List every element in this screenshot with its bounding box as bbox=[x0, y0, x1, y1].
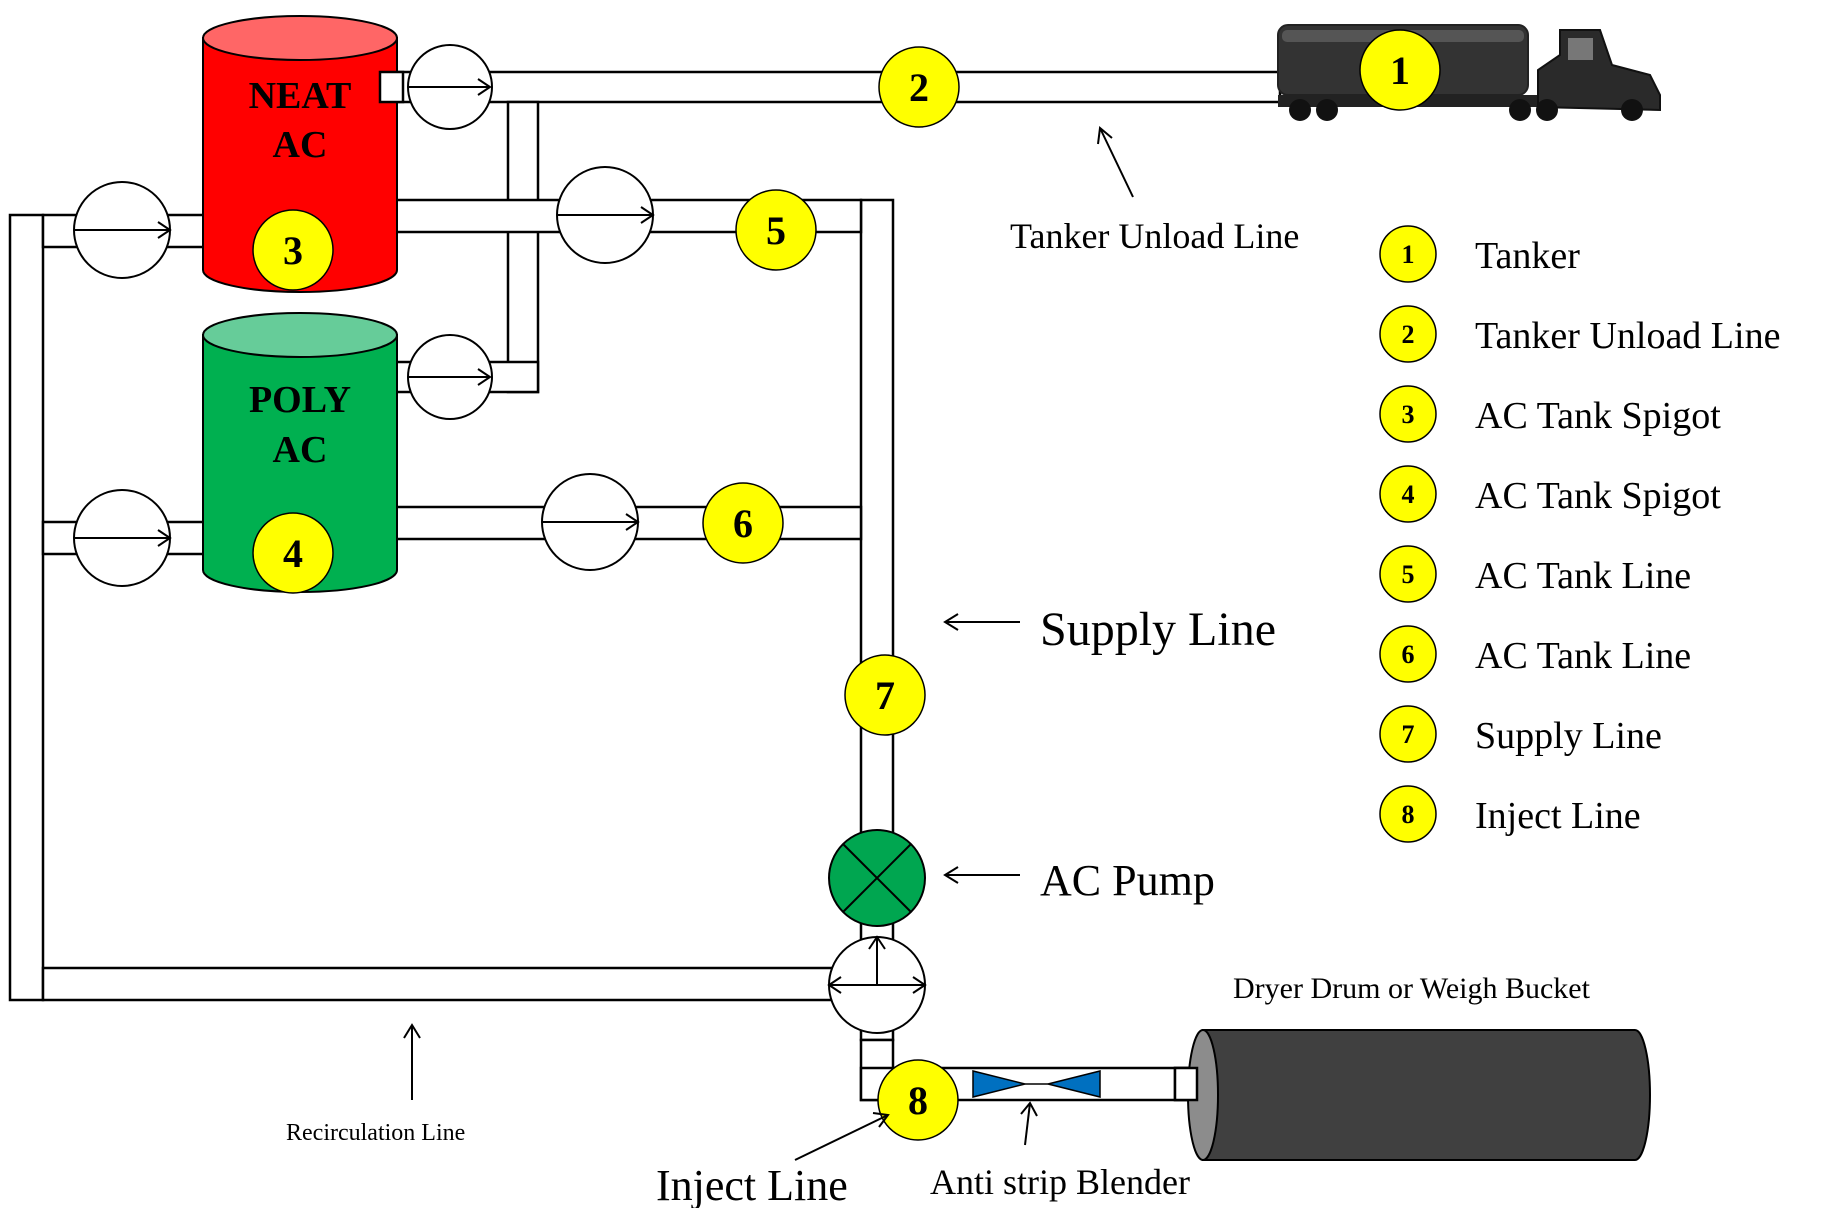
recirculation-vertical-pipe bbox=[8, 213, 45, 1002]
legend-item: 3 AC Tank Spigot bbox=[1379, 385, 1721, 443]
tanker-unload-line-label: Tanker Unload Line bbox=[1010, 216, 1299, 256]
badge-3 bbox=[252, 209, 334, 291]
neat-outlet-stub bbox=[378, 70, 405, 104]
legend-item-number: 4 bbox=[1402, 480, 1415, 509]
badge-1 bbox=[1359, 29, 1441, 111]
legend-item-text: AC Tank Spigot bbox=[1475, 395, 1721, 437]
neat-label-line1: NEAT bbox=[249, 75, 352, 117]
badge-1-number: 1 bbox=[1390, 48, 1410, 93]
poly-label-line1: POLY bbox=[249, 379, 351, 421]
blender-left bbox=[972, 1070, 1026, 1098]
legend-item-number: 5 bbox=[1402, 560, 1415, 589]
truck-cab bbox=[1537, 29, 1661, 112]
legend-item-number: 1 bbox=[1402, 240, 1415, 269]
unload-branch-pipe bbox=[506, 100, 540, 394]
legend-item-number: 8 bbox=[1402, 800, 1415, 829]
legend-item: 5 AC Tank Line bbox=[1379, 545, 1691, 603]
badge-5 bbox=[735, 189, 817, 271]
badge-4-number: 4 bbox=[283, 531, 303, 576]
neat-tank-body bbox=[202, 37, 398, 293]
badge-7 bbox=[844, 654, 926, 736]
recirculation-line-pipe bbox=[41, 966, 875, 1002]
recirculation-line-label: Recirculation Line bbox=[286, 1120, 465, 1146]
diagram-labels: Tanker Unload Line Supply Line AC Pump D… bbox=[286, 216, 1591, 1208]
legend-item-number: 6 bbox=[1402, 640, 1415, 669]
badge-6 bbox=[702, 482, 784, 564]
badge-6-number: 6 bbox=[733, 501, 753, 546]
neat-ac-tank: NEAT AC bbox=[202, 15, 398, 293]
tanker-unload-arrow bbox=[1099, 127, 1134, 198]
legend-item-number: 3 bbox=[1402, 400, 1415, 429]
poly-ac-tank: POLY AC bbox=[202, 312, 398, 593]
inject-line-label: Inject Line bbox=[656, 1161, 848, 1208]
legend-item-text: Supply Line bbox=[1475, 715, 1662, 757]
legend-item-text: AC Tank Line bbox=[1475, 635, 1691, 677]
legend-item: 6 AC Tank Line bbox=[1379, 625, 1691, 683]
legend: 1 Tanker 2 Tanker Unload Line 3 AC Tank … bbox=[1379, 225, 1780, 843]
legend-item-text: Tanker bbox=[1475, 235, 1580, 277]
anti-strip-blender-label: Anti strip Blender bbox=[930, 1162, 1190, 1202]
pump-icon bbox=[828, 829, 926, 927]
badge-2 bbox=[878, 46, 960, 128]
badge-8 bbox=[877, 1059, 959, 1141]
callout-arrows bbox=[403, 126, 1134, 1161]
badge-5-number: 5 bbox=[766, 208, 786, 253]
tanker-unload-line-pipe bbox=[378, 70, 1282, 104]
badge-3-number: 3 bbox=[283, 228, 303, 273]
badge-2-number: 2 bbox=[909, 65, 929, 110]
tanker-truck-icon bbox=[1277, 24, 1661, 121]
legend-item-text: Tanker Unload Line bbox=[1475, 315, 1780, 357]
badges: 1 2 3 4 5 6 7 8 bbox=[252, 29, 1441, 1141]
drum-body bbox=[1202, 1029, 1651, 1161]
legend-item: 1 Tanker bbox=[1379, 225, 1580, 283]
legend-item: 2 Tanker Unload Line bbox=[1379, 305, 1780, 363]
inject-line-arrow bbox=[794, 1114, 889, 1161]
ac-pump-label: AC Pump bbox=[1040, 856, 1215, 905]
legend-item: 4 AC Tank Spigot bbox=[1379, 465, 1721, 523]
badge-7-number: 7 bbox=[875, 673, 895, 718]
legend-item-text: Inject Line bbox=[1475, 795, 1641, 837]
blender-arrow bbox=[1024, 1102, 1031, 1146]
legend-item-number: 2 bbox=[1402, 320, 1415, 349]
poly-label-line2: AC bbox=[273, 429, 328, 471]
legend-item-number: 7 bbox=[1402, 720, 1415, 749]
legend-item: 7 Supply Line bbox=[1379, 705, 1662, 763]
neat-tank-top bbox=[202, 15, 398, 61]
poly-tank-top bbox=[202, 312, 398, 358]
dryer-drum-icon bbox=[1173, 1029, 1651, 1161]
blender-valve-icon bbox=[972, 1070, 1101, 1098]
badge-8-number: 8 bbox=[908, 1078, 928, 1123]
dryer-drum-label: Dryer Drum or Weigh Bucket bbox=[1233, 972, 1591, 1005]
legend-item-text: AC Tank Spigot bbox=[1475, 475, 1721, 517]
blender-right bbox=[1047, 1070, 1101, 1098]
supply-line-label: Supply Line bbox=[1040, 603, 1276, 656]
legend-item: 8 Inject Line bbox=[1379, 785, 1641, 843]
badge-4 bbox=[252, 512, 334, 594]
valves bbox=[73, 44, 927, 1034]
neat-label-line2: AC bbox=[273, 124, 328, 166]
legend-item-text: AC Tank Line bbox=[1475, 555, 1691, 597]
